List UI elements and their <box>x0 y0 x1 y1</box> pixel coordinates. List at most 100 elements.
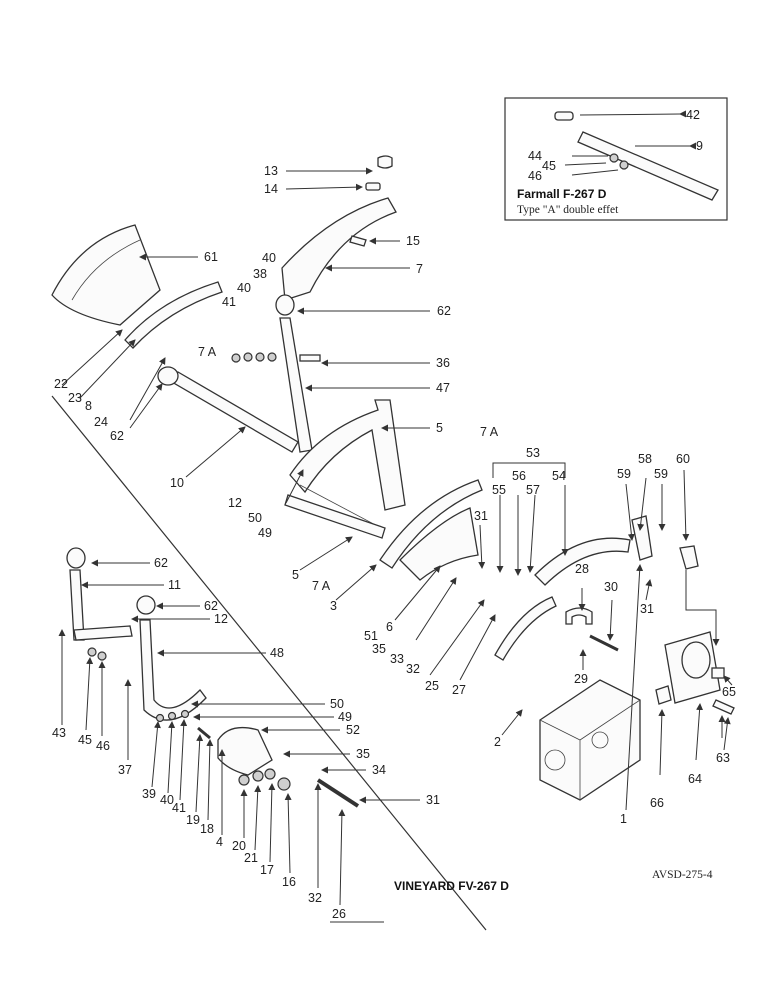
washer-41 <box>231 353 241 363</box>
callout-53: 53 <box>526 446 540 460</box>
inset-subtitle: Type "A" double effet <box>517 204 619 216</box>
plug-65 <box>711 667 725 679</box>
callout-4: 4 <box>216 835 223 849</box>
sector-plate-upper <box>124 281 223 349</box>
callout-62: 62 <box>437 304 451 318</box>
callout-40: 40 <box>262 251 276 265</box>
inset-title: Farmall F-267 D <box>517 187 607 201</box>
bracket-52 <box>217 726 273 776</box>
callout-31: 31 <box>640 602 654 616</box>
callout-16: 16 <box>282 875 296 889</box>
section-divider <box>51 395 487 931</box>
inset-washer <box>609 153 619 163</box>
callout-48: 48 <box>270 646 284 660</box>
callout-59: 59 <box>617 467 631 481</box>
callout-18: 18 <box>200 822 214 836</box>
callout-62: 62 <box>204 599 218 613</box>
ring-14 <box>365 182 381 191</box>
quadrant-6 <box>379 479 483 569</box>
callout-66: 66 <box>650 796 664 810</box>
callout-17: 17 <box>260 863 274 877</box>
callout-54: 54 <box>552 469 566 483</box>
callout-61: 61 <box>204 250 218 264</box>
valve-body <box>539 679 641 801</box>
callout-1: 1 <box>620 812 627 826</box>
clip-60 <box>679 545 699 570</box>
inset-farmall-f267d: 42 9 44 45 46 Farmall F-267 D Type "A" d… <box>504 97 728 221</box>
vineyard-caption: VINEYARD FV-267 D <box>394 879 509 893</box>
sector-5 <box>289 399 406 511</box>
callout-55: 55 <box>492 483 506 497</box>
callout-22: 22 <box>54 377 68 391</box>
quadrant-guard <box>51 224 161 326</box>
inset-callout-9: 9 <box>696 139 703 153</box>
knob-62-upper <box>275 294 295 316</box>
inset-callout-46: 46 <box>528 169 542 183</box>
vineyard-assembly <box>66 547 360 808</box>
clamp-28 <box>565 607 593 625</box>
bolt-36 <box>299 354 321 362</box>
lever-48 <box>139 619 207 721</box>
inset-callout-44: 44 <box>528 149 542 163</box>
callout-7A: 7 A <box>480 425 499 439</box>
rod-27 <box>494 596 557 661</box>
lever-rod-47 <box>279 317 313 453</box>
upper-lever-7 <box>281 197 397 301</box>
callout-5: 5 <box>436 421 443 435</box>
callout-36: 36 <box>436 356 450 370</box>
inset-callout-42: 42 <box>686 108 700 122</box>
pin-15 <box>349 235 367 247</box>
callout-19: 19 <box>186 813 200 827</box>
callout-14: 14 <box>264 182 278 196</box>
callout-52: 52 <box>346 723 360 737</box>
callout-40: 40 <box>160 793 174 807</box>
arm-11 <box>73 625 133 641</box>
callout-40: 40 <box>237 281 251 295</box>
inset-nut <box>619 160 629 170</box>
callout-26: 26 <box>332 907 346 921</box>
callout-56: 56 <box>512 469 526 483</box>
callout-39: 39 <box>142 787 156 801</box>
callout-7A: 7 A <box>198 345 217 359</box>
callout-3: 3 <box>330 599 337 613</box>
callout-31: 31 <box>474 509 488 523</box>
callout-58: 58 <box>638 452 652 466</box>
inset-pin <box>554 111 574 121</box>
washer-40b <box>267 352 277 362</box>
callout-27: 27 <box>452 683 466 697</box>
bracket-58 <box>631 515 653 561</box>
callout-32: 32 <box>308 891 322 905</box>
upper-assembly <box>51 155 735 801</box>
callout-30: 30 <box>604 580 618 594</box>
callout-45: 45 <box>78 733 92 747</box>
callout-12: 12 <box>214 612 228 626</box>
callout-65: 65 <box>722 685 736 699</box>
callout-35: 35 <box>356 747 370 761</box>
callout-13: 13 <box>264 164 278 178</box>
rod-31-vineyard <box>316 778 360 808</box>
pin-30 <box>589 634 619 652</box>
callout-46: 46 <box>96 739 110 753</box>
callout-29: 29 <box>574 672 588 686</box>
knob-62-vineyard <box>66 547 86 569</box>
callout-60: 60 <box>676 452 690 466</box>
callout-24: 24 <box>94 415 108 429</box>
callout-21: 21 <box>244 851 258 865</box>
callout-20: 20 <box>232 839 246 853</box>
callout-31: 31 <box>426 793 440 807</box>
quadrant-plate-6 <box>399 507 479 581</box>
plug-63 <box>712 699 735 715</box>
bracket-5 <box>284 494 386 539</box>
callout-33: 33 <box>390 652 404 666</box>
callout-47: 47 <box>436 381 450 395</box>
callout-32: 32 <box>406 662 420 676</box>
inset-callout-45: 45 <box>542 159 556 173</box>
callout-62: 62 <box>154 556 168 570</box>
callout-35: 35 <box>372 642 386 656</box>
callout-38: 38 <box>253 267 267 281</box>
callout-59: 59 <box>654 467 668 481</box>
callout-2: 2 <box>494 735 501 749</box>
knob-62-left <box>157 366 179 386</box>
rod-10 <box>171 371 299 453</box>
callout-64: 64 <box>688 772 702 786</box>
